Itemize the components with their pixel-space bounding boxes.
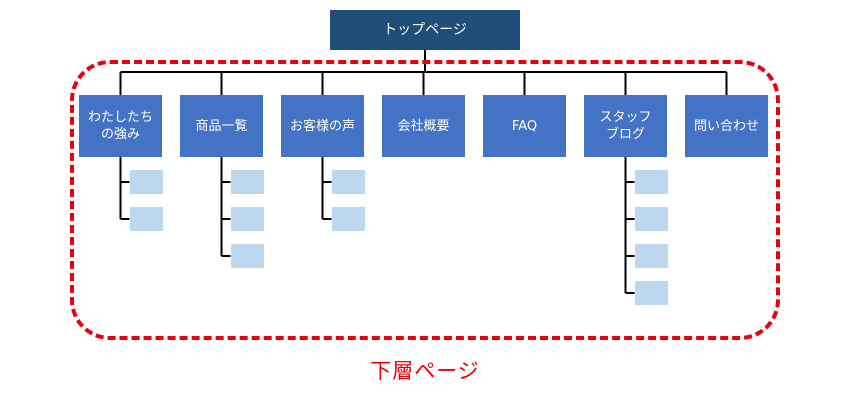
subpage-box	[331, 170, 365, 194]
subpage-box	[129, 170, 163, 194]
subpage-box	[634, 244, 668, 268]
category-box-staff-blog: スタッフ ブログ	[584, 95, 667, 157]
subpage-box	[331, 207, 365, 231]
subpage-box	[230, 207, 264, 231]
category-box-company: 会社概要	[382, 95, 465, 157]
category-box-faq: FAQ	[483, 95, 566, 157]
lower-pages-caption: 下層ページ	[370, 359, 480, 383]
subpage-box	[129, 207, 163, 231]
subpage-box	[634, 170, 668, 194]
subpage-box	[634, 207, 668, 231]
category-box-testimonials: お客様の声	[281, 95, 364, 157]
lower-pages-group-border	[70, 60, 780, 340]
subpage-box	[634, 281, 668, 305]
category-box-products: 商品一覧	[180, 95, 263, 157]
subpage-box	[230, 170, 264, 194]
category-box-strengths: わたしたち の強み	[79, 95, 162, 157]
subpage-box	[230, 244, 264, 268]
category-box-contact: 問い合わせ	[685, 95, 768, 157]
top-page-box: トップページ	[330, 10, 520, 50]
